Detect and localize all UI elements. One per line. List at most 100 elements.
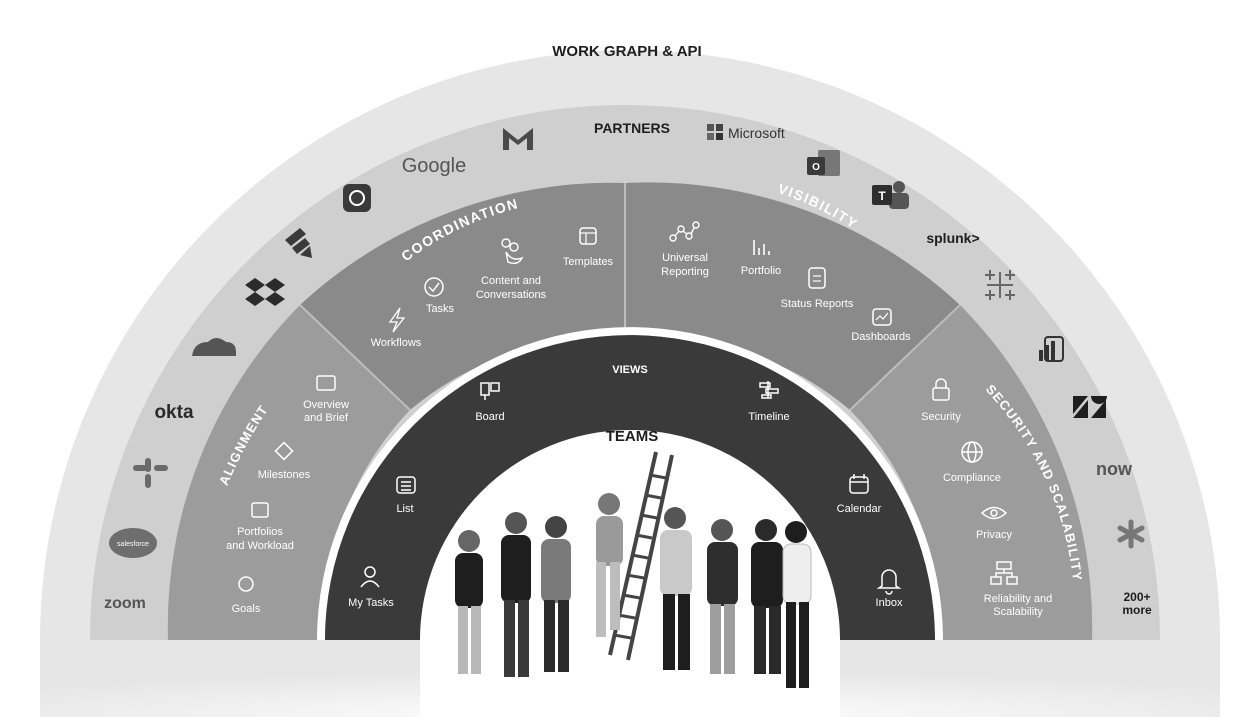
svg-text:Milestones: Milestones — [258, 469, 311, 481]
segment-divider — [849, 304, 961, 411]
svg-text:Security: Security — [921, 411, 961, 423]
person — [501, 512, 531, 677]
list-item[interactable]: List — [396, 476, 416, 515]
inbox-item[interactable]: Inbox — [876, 569, 903, 609]
svg-text:Board: Board — [475, 411, 504, 423]
teams-title: TEAMS — [606, 428, 659, 445]
goal-icon — [238, 576, 254, 592]
alignment-items: Overview and Brief Milestones Portfolios… — [226, 375, 349, 615]
workflows-item[interactable]: Workflows — [371, 307, 422, 349]
segment-visibility — [625, 182, 960, 410]
svg-text:Content and: Content and — [481, 275, 541, 287]
okta-logo: okta — [154, 402, 194, 423]
security-item[interactable]: Security — [921, 378, 961, 423]
team-photo — [455, 451, 812, 688]
my-tasks-item[interactable]: My Tasks — [348, 566, 394, 609]
brief-icon — [316, 375, 336, 391]
svg-text:Calendar: Calendar — [837, 503, 882, 515]
svg-text:Universal: Universal — [662, 252, 708, 264]
adobe-cc-icon — [343, 184, 371, 212]
segment-coordination — [300, 182, 625, 410]
svg-text:Dashboards: Dashboards — [851, 331, 911, 343]
status-reports-item[interactable]: Status Reports — [781, 267, 854, 310]
diamond-icon — [274, 441, 294, 461]
more-partners: 200+ — [1123, 590, 1150, 604]
tableau-icon — [985, 270, 1015, 300]
lightning-icon — [388, 307, 406, 333]
jira-icon — [285, 228, 312, 258]
template-icon — [579, 227, 597, 245]
partners-title: PARTNERS — [594, 120, 670, 136]
svg-text:Overview: Overview — [303, 399, 349, 411]
milestones-item[interactable]: Milestones — [258, 441, 311, 481]
svg-text:Tasks: Tasks — [426, 303, 455, 315]
person — [541, 516, 571, 672]
svg-text:T: T — [878, 189, 886, 203]
google-logo: Google — [402, 155, 467, 177]
svg-text:Timeline: Timeline — [748, 411, 789, 423]
goals-item[interactable]: Goals — [232, 576, 261, 615]
coordination-items: Workflows Tasks Content and Conversation… — [371, 227, 614, 349]
content-conversations-item[interactable]: Content and Conversations — [476, 238, 547, 301]
hierarchy-icon — [990, 561, 1018, 585]
reliability-scalability-item[interactable]: Reliability and Scalability — [984, 561, 1052, 618]
svg-text:List: List — [396, 503, 413, 515]
segment-security — [850, 305, 1093, 640]
person — [596, 493, 623, 637]
person — [707, 519, 738, 674]
dropbox-icon — [245, 278, 285, 306]
reporting-icon — [669, 221, 700, 242]
svg-text:Conversations: Conversations — [476, 289, 547, 301]
universal-reporting-item[interactable]: Universal Reporting — [661, 221, 709, 278]
timeline-item[interactable]: Timeline — [748, 381, 790, 423]
views-items: My Tasks List Board Timeline Calendar — [348, 381, 903, 609]
overview-brief-item[interactable]: Overview and Brief — [303, 375, 349, 424]
list-icon — [396, 476, 416, 494]
svg-text:Workflows: Workflows — [371, 337, 422, 349]
board-item[interactable]: Board — [475, 382, 505, 423]
compliance-item[interactable]: Compliance — [943, 441, 1001, 484]
svg-text:Inbox: Inbox — [876, 597, 903, 609]
timeline-icon — [759, 381, 779, 399]
splunk-logo: splunk> — [926, 230, 979, 246]
slack-icon — [133, 458, 168, 488]
microsoft-logo: Microsoft — [707, 124, 785, 141]
portfolio-item[interactable]: Portfolio — [741, 240, 781, 277]
people-chat-icon — [501, 238, 524, 265]
teams-icon: T — [872, 181, 909, 209]
calendar-icon — [849, 474, 869, 494]
calendar-item[interactable]: Calendar — [837, 474, 882, 515]
svg-text:Reporting: Reporting — [661, 266, 709, 278]
powerbi-icon — [1039, 336, 1064, 362]
salesforce-logo: salesforce — [109, 528, 157, 558]
dashboards-item[interactable]: Dashboards — [851, 308, 911, 343]
ring-views — [325, 335, 935, 640]
gmail-icon — [503, 128, 533, 150]
privacy-item[interactable]: Privacy — [976, 506, 1013, 542]
outlook-icon: O — [807, 150, 840, 176]
svg-text:Goals: Goals — [232, 603, 261, 615]
visibility-items: Universal Reporting Portfolio Status Rep… — [661, 221, 911, 343]
templates-item[interactable]: Templates — [563, 227, 614, 268]
more-partners-line2: more — [1122, 603, 1152, 617]
person — [660, 507, 692, 670]
portfolios-workload-item[interactable]: Portfolios and Workload — [226, 502, 294, 552]
bell-icon — [876, 569, 902, 595]
globe-icon — [961, 441, 983, 463]
svg-text:Scalability: Scalability — [993, 606, 1043, 618]
segment-alignment — [167, 305, 410, 640]
board-icon — [480, 382, 500, 400]
partner-logos: zoom salesforce okta Google Microsoft — [104, 124, 1152, 617]
segment-divider — [299, 304, 411, 411]
tasks-item[interactable]: Tasks — [424, 277, 455, 315]
svg-text:Portfolios: Portfolios — [237, 526, 283, 538]
person — [751, 519, 783, 674]
svg-text:Portfolio: Portfolio — [741, 265, 781, 277]
onedrive-icon — [192, 338, 236, 356]
security-items: Security Compliance Privacy Reliability … — [921, 378, 1052, 618]
person — [455, 530, 483, 674]
person — [782, 521, 812, 688]
svg-text:salesforce: salesforce — [117, 541, 149, 548]
check-circle-icon — [424, 277, 444, 297]
svg-text:and Workload: and Workload — [226, 540, 294, 552]
